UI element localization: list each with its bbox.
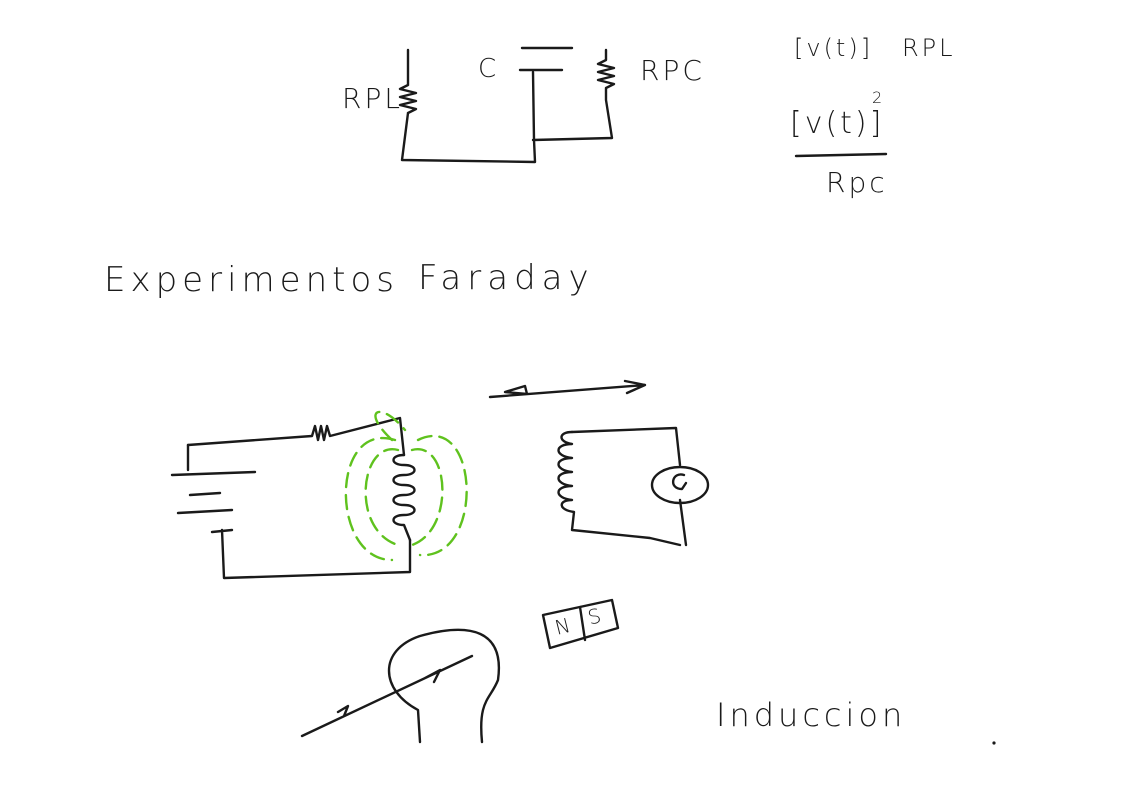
capacitor-label: C <box>478 54 500 84</box>
battery-coil-circuit <box>170 416 416 580</box>
magnetic-field-lines <box>344 410 468 562</box>
wire-loop <box>300 628 501 744</box>
formula-partial-left: [v(t)] <box>794 34 874 62</box>
formula-numerator: [v(t)] <box>790 106 885 141</box>
heading-faraday: Faraday <box>418 258 595 298</box>
formula-partial-right: RPL <box>902 34 956 62</box>
rc-circuit <box>398 46 616 164</box>
bar-magnet <box>541 598 620 650</box>
galvanometer-circuit <box>557 426 710 547</box>
formula-exponent: 2 <box>872 88 886 107</box>
label-induccion: Induccion <box>716 696 907 734</box>
formula-denominator: Rpc <box>826 166 888 199</box>
resistor-label-rpl: RPL <box>342 82 403 115</box>
fraction-bar <box>794 152 888 158</box>
double-arrow <box>488 379 647 399</box>
resistor-label-rpc: RPC <box>640 54 705 87</box>
heading-experimentos: Experimentos <box>104 260 399 300</box>
